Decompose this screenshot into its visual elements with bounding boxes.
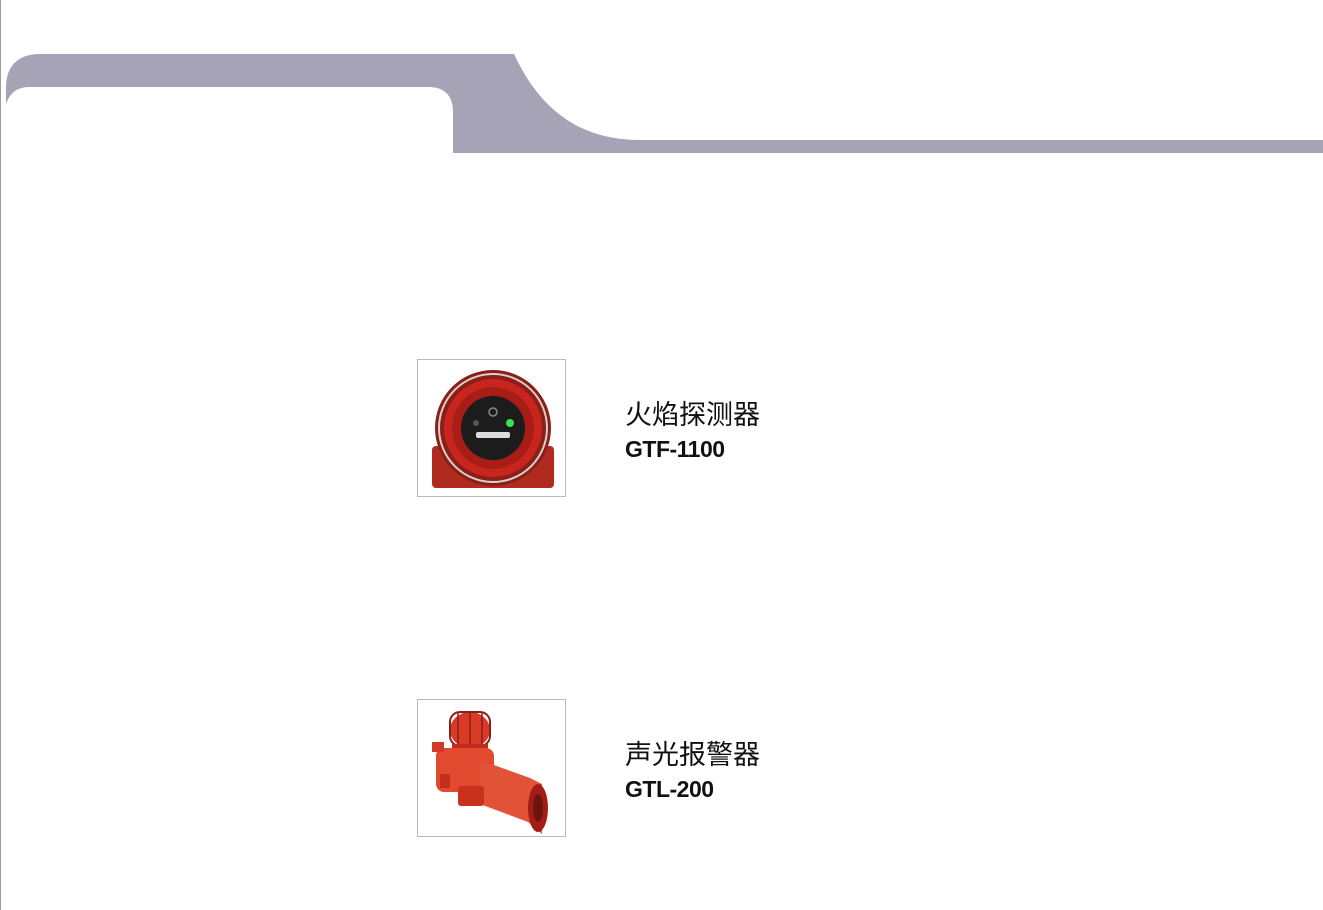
product-item: 声光报警器 GTL-200	[417, 699, 1177, 839]
product-model: GTF-1100	[625, 436, 725, 462]
flame-detector-icon	[432, 370, 554, 488]
header-band	[6, 54, 1323, 153]
product-item: 火焰探测器 GTF-1100	[417, 359, 1177, 499]
product-name: 火焰探测器	[625, 400, 760, 431]
alarm-image	[417, 699, 566, 837]
audible-visual-alarm-icon	[432, 711, 548, 834]
flame-detector-image	[417, 359, 566, 497]
product-model: GTL-200	[625, 776, 714, 802]
product-name: 声光报警器	[625, 740, 760, 771]
page-left-rule	[0, 0, 1, 910]
